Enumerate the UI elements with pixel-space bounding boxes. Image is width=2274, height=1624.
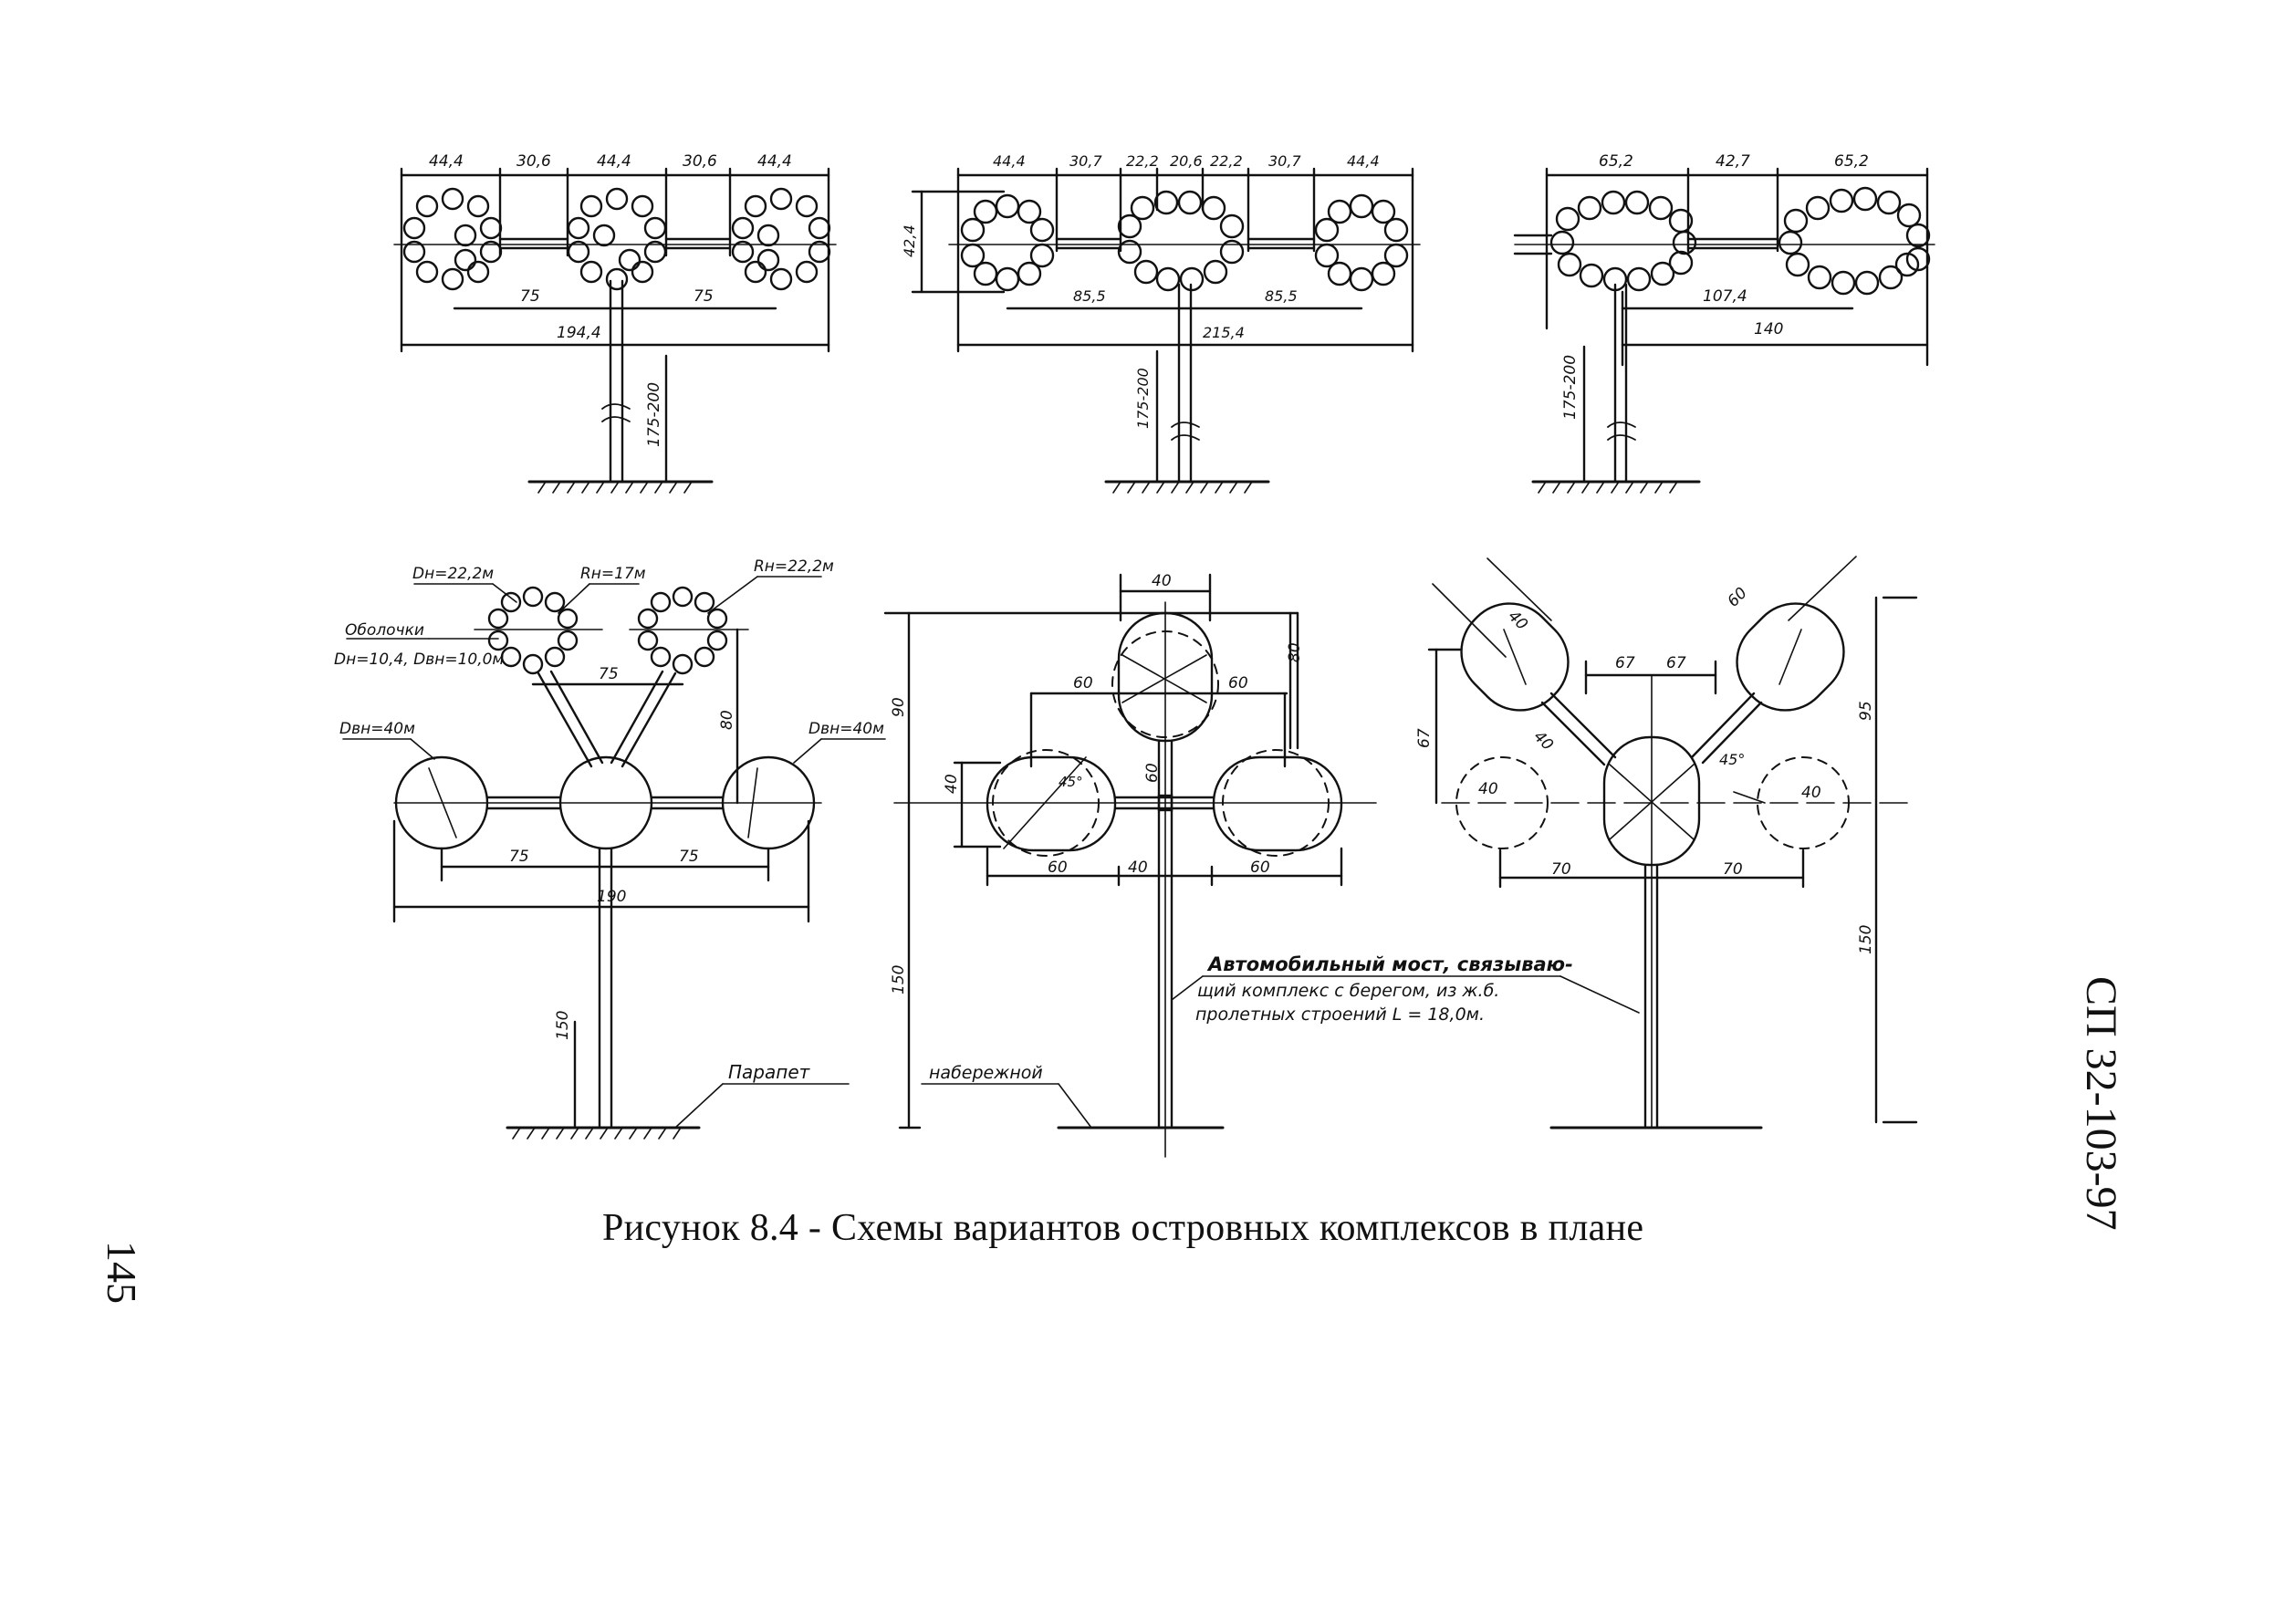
dim-b-height: 175-200 bbox=[1134, 368, 1152, 429]
dim-f-40: 40 bbox=[1504, 607, 1530, 633]
diagram-c bbox=[1513, 167, 1935, 494]
dim-b-4: 20,6 bbox=[1170, 152, 1203, 170]
diagram-e bbox=[883, 573, 1561, 1158]
shell-cluster-center-oval bbox=[1117, 190, 1245, 292]
dim-b-1: 44,4 bbox=[993, 152, 1026, 170]
dim-f-bottom-right: 70 bbox=[1723, 860, 1743, 879]
label-d-dn: Dн=22,2м bbox=[412, 565, 494, 583]
dim-e-stem-height: 60 bbox=[1143, 763, 1162, 783]
label-embankment: набережной bbox=[929, 1063, 1043, 1083]
dim-b-7: 44,4 bbox=[1347, 152, 1380, 170]
dim-b-2: 30,7 bbox=[1069, 152, 1102, 170]
dim-a-2: 30,6 bbox=[516, 152, 551, 171]
shell-cluster-upper-left bbox=[487, 586, 579, 675]
diagram-d bbox=[342, 576, 886, 1140]
label-d-r2: Rн=22,2м bbox=[754, 557, 834, 576]
label-parapet: Парапет bbox=[728, 1061, 811, 1083]
dim-c-span: 107,4 bbox=[1703, 287, 1747, 306]
dim-d-total: 190 bbox=[597, 888, 626, 906]
diagram-c-labels: 65,2 42,7 65,2 107,4 140 175-200 bbox=[1561, 152, 1869, 420]
dim-f-40b: 40 bbox=[1529, 727, 1556, 754]
dim-f-circle-left: 40 bbox=[1478, 780, 1498, 798]
dim-f-height: 150 bbox=[1857, 925, 1875, 954]
dim-d-span-top: 75 bbox=[599, 665, 619, 683]
diagram-b-labels: 44,4 30,7 22,2 20,6 22,2 30,7 44,4 42,4 … bbox=[901, 152, 1380, 429]
shell-cluster-right bbox=[731, 187, 831, 291]
dim-a-3: 44,4 bbox=[597, 152, 631, 171]
dim-e-right-offset: 60 bbox=[1228, 674, 1248, 692]
shell-cluster-left-oval bbox=[1549, 190, 1697, 292]
dim-f-60: 60 bbox=[1724, 584, 1750, 610]
label-d-shells-2: Dн=10,4, Dвн=10,0м bbox=[334, 651, 504, 669]
dim-f-span-left: 67 bbox=[1615, 654, 1635, 672]
label-d-shells-1: Оболочки bbox=[345, 621, 424, 640]
dim-d-span-right: 75 bbox=[679, 848, 699, 866]
diagram-e-labels: 40 80 60 60 90 60 40 45° 60 40 60 150 на… bbox=[890, 572, 1573, 1083]
dim-e-left-height: 40 bbox=[943, 774, 961, 794]
shell-cluster-left bbox=[960, 193, 1055, 292]
dim-c-2: 42,7 bbox=[1716, 152, 1750, 171]
dim-e-height-top: 90 bbox=[890, 697, 908, 717]
dim-b-span-right: 85,5 bbox=[1265, 287, 1298, 305]
dim-b-5: 22,2 bbox=[1210, 152, 1243, 170]
label-d-right-d: Dвн=40м bbox=[808, 720, 884, 738]
shell-cluster-right-oval bbox=[1778, 186, 1931, 296]
dim-e-bottom-mid: 40 bbox=[1128, 859, 1148, 877]
dim-d-height: 150 bbox=[554, 1011, 572, 1040]
dim-f-span-right: 67 bbox=[1666, 654, 1686, 672]
dim-c-height: 175-200 bbox=[1561, 355, 1580, 420]
figure-caption: Рисунок 8.4 - Схемы вариантов островных … bbox=[602, 1207, 1644, 1249]
dim-a-1: 44,4 bbox=[429, 152, 464, 171]
label-d-r1: Rн=17м bbox=[580, 565, 646, 583]
shell-cluster-right bbox=[1314, 193, 1409, 292]
page-number: 145 bbox=[99, 1241, 145, 1304]
dim-a-total: 194,4 bbox=[557, 324, 601, 342]
dim-e-left-offset: 60 bbox=[1073, 674, 1093, 692]
dim-f-left-height: 67 bbox=[1415, 728, 1434, 748]
dim-e-bottom-right: 60 bbox=[1250, 859, 1270, 877]
shell-cluster-left bbox=[402, 187, 503, 291]
dim-e-top-width: 40 bbox=[1152, 572, 1172, 590]
dim-a-span-right: 75 bbox=[694, 287, 714, 306]
dim-a-5: 44,4 bbox=[757, 152, 792, 171]
dim-a-4: 30,6 bbox=[683, 152, 717, 171]
dim-c-total: 140 bbox=[1754, 320, 1783, 338]
dim-b-left-height: 42,4 bbox=[901, 224, 918, 257]
dim-a-height: 175-200 bbox=[645, 382, 663, 447]
dim-a-span-left: 75 bbox=[520, 287, 540, 306]
dim-f-height-top: 95 bbox=[1857, 701, 1875, 721]
dim-e-angle: 45° bbox=[1059, 774, 1083, 790]
dim-b-span-left: 85,5 bbox=[1073, 287, 1106, 305]
dim-b-6: 30,7 bbox=[1268, 152, 1301, 170]
dim-d-span-left: 75 bbox=[509, 848, 529, 866]
dim-e-bottom-left: 60 bbox=[1048, 859, 1068, 877]
diagram-a bbox=[393, 167, 837, 494]
dim-e-top-height: 80 bbox=[1286, 642, 1304, 662]
diagram-f bbox=[1427, 556, 1918, 1130]
dim-e-height: 150 bbox=[890, 965, 908, 994]
dim-c-1: 65,2 bbox=[1599, 152, 1633, 171]
dim-f-bottom-left: 70 bbox=[1551, 860, 1571, 879]
shell-cluster-center bbox=[567, 187, 667, 291]
shell-cluster-upper-right bbox=[637, 586, 728, 675]
diagram-a-labels: 44,4 30,6 44,4 30,6 44,4 75 75 194,4 175… bbox=[429, 152, 792, 447]
dim-c-3: 65,2 bbox=[1834, 152, 1869, 171]
label-bridge-3: пролетных строений L = 18,0м. bbox=[1195, 1005, 1485, 1025]
dim-b-total: 215,4 bbox=[1203, 324, 1245, 341]
dim-b-3: 22,2 bbox=[1126, 152, 1159, 170]
dim-f-angle: 45° bbox=[1719, 751, 1745, 768]
diagram-d-labels: Dн=22,2м Rн=17м Rн=22,2м Оболочки Dн=10,… bbox=[334, 557, 884, 1083]
dim-d-height-top: 80 bbox=[718, 710, 736, 730]
dim-f-circle-right: 40 bbox=[1801, 784, 1821, 802]
label-bridge-1: Автомобильный мост, связываю- bbox=[1206, 953, 1573, 975]
label-d-left-d: Dвн=40м bbox=[339, 720, 415, 738]
diagram-b bbox=[911, 167, 1421, 494]
document-id: СП 32-103-97 bbox=[2077, 976, 2125, 1231]
label-bridge-2: щий комплекс с берегом, из ж.б. bbox=[1197, 981, 1499, 1001]
